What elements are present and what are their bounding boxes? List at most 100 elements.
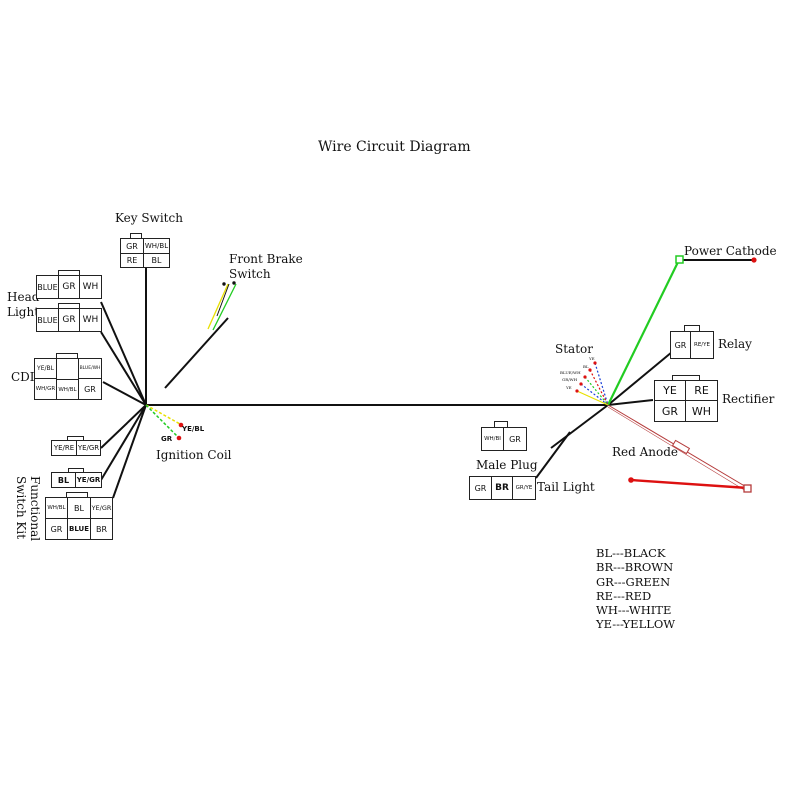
cell: RE/YE bbox=[694, 342, 710, 348]
wire-male-plug bbox=[550, 404, 609, 449]
fuse bbox=[671, 439, 691, 455]
wire-head-light-2 bbox=[100, 331, 147, 406]
ign-wire-label-2: GR bbox=[161, 435, 173, 443]
cell: GR bbox=[59, 309, 80, 331]
power-cathode-terminal bbox=[675, 255, 684, 264]
red-anode-terminal bbox=[743, 484, 752, 493]
brake-wire-green bbox=[212, 283, 237, 331]
cell: YE/BL bbox=[35, 359, 57, 379]
cell: WH bbox=[82, 315, 99, 325]
cell bbox=[57, 359, 79, 379]
wire-relay bbox=[607, 351, 673, 406]
cell: BLUE bbox=[37, 309, 59, 331]
wire-green-power bbox=[607, 259, 680, 406]
cell: GR bbox=[470, 477, 492, 499]
small-plug-1-tab bbox=[67, 436, 84, 441]
connector-relay: GR RE/YE bbox=[670, 331, 714, 359]
wire-tail-light bbox=[535, 431, 571, 479]
ign-dot-2 bbox=[176, 435, 182, 441]
cell: BLUE bbox=[68, 519, 91, 539]
wire-red-thin-2 bbox=[607, 406, 747, 492]
label-head-light-2: Light bbox=[7, 305, 40, 319]
cell: WH bbox=[691, 404, 712, 418]
cell: BL bbox=[52, 473, 76, 487]
head-light-tab-2 bbox=[58, 303, 80, 309]
stator-wire-2: BL bbox=[583, 364, 589, 369]
wire-small-plug-2 bbox=[100, 404, 147, 481]
cell: RE bbox=[121, 254, 144, 267]
cell: GR bbox=[59, 276, 80, 298]
cell: WH/BI bbox=[482, 428, 504, 450]
ign-wire-label-1: YE/BL bbox=[182, 425, 205, 433]
connector-head-light-2: BLUE GR WH bbox=[36, 308, 102, 332]
cell: YE bbox=[655, 381, 686, 401]
switch-kit-tab bbox=[66, 492, 88, 498]
label-cdi: CDI bbox=[11, 370, 35, 384]
connector-rectifier: YE RE GR WH bbox=[654, 380, 718, 422]
brake-wire-black bbox=[216, 283, 230, 317]
wire-small-plug-1 bbox=[100, 404, 147, 449]
cell: BR bbox=[492, 477, 513, 499]
cell: YE/GR bbox=[91, 498, 112, 519]
color-legend: BL---BLACK BR---BROWN GR---GREEN RE---RE… bbox=[596, 546, 675, 632]
cell: YE/GR bbox=[76, 476, 101, 484]
wire-front-brake bbox=[164, 317, 229, 389]
cell: YE/RE bbox=[52, 441, 77, 455]
cell: BLUE bbox=[37, 276, 59, 298]
label-rectifier: Rectifier bbox=[722, 392, 775, 406]
cell: GR/YE bbox=[515, 485, 533, 491]
cell: WH bbox=[82, 282, 99, 292]
cell: WH/BL bbox=[144, 239, 169, 254]
label-functional-switch-kit: Functional Switch Kit bbox=[14, 476, 42, 542]
connector-key-switch: GR WH/BL RE BL bbox=[120, 238, 170, 268]
rectifier-tab bbox=[672, 375, 700, 381]
wire-switch-kit bbox=[112, 404, 147, 499]
label-stator: Stator bbox=[555, 342, 593, 356]
stator-wire-4: GR/WH bbox=[562, 377, 578, 382]
stator-wire-5: YE bbox=[566, 385, 572, 390]
connector-small-plug-1: YE/RE YE/GR bbox=[51, 440, 101, 456]
stator-dots bbox=[575, 361, 597, 393]
legend-item: YE---YELLOW bbox=[596, 617, 676, 632]
label-male-plug: Male Plug bbox=[476, 458, 538, 472]
ign-wire-green bbox=[145, 404, 179, 438]
legend-item: GR---GREEN bbox=[596, 574, 671, 589]
wire-rectifier bbox=[607, 399, 654, 406]
legend-item: RE---RED bbox=[596, 588, 652, 603]
head-light-tab-1 bbox=[58, 270, 80, 276]
connector-head-light-1: BLUE GR WH bbox=[36, 275, 102, 299]
relay-tab bbox=[684, 325, 700, 332]
cell: YE/GR bbox=[77, 444, 100, 452]
cell: GR bbox=[671, 332, 691, 358]
label-head-light-1: Head bbox=[7, 290, 40, 304]
brake-wire-yellow bbox=[207, 283, 229, 330]
cell: GR bbox=[509, 434, 521, 444]
stator-wires bbox=[576, 362, 609, 406]
ign-dot-1 bbox=[178, 422, 184, 428]
red-anode-dot bbox=[628, 477, 634, 483]
legend-item: BL---BLACK bbox=[596, 546, 666, 560]
connector-cdi: YE/BL BLUE/WH WH/GR WH/BL GR bbox=[34, 358, 102, 400]
label-key-switch: Key Switch bbox=[115, 211, 183, 225]
cell: WH/BL bbox=[57, 379, 79, 399]
male-plug-tab bbox=[494, 421, 508, 428]
ign-wire-yellow bbox=[145, 404, 181, 425]
cell: WH/BL bbox=[46, 498, 68, 519]
cell: RE bbox=[686, 381, 717, 401]
legend-item: WH---WHITE bbox=[596, 603, 672, 618]
brake-dot-1 bbox=[222, 282, 226, 286]
power-cathode-dot bbox=[751, 257, 757, 263]
brake-dot-2 bbox=[232, 281, 236, 285]
stator-wire-3: BLUE/WH bbox=[560, 370, 581, 375]
wire-cdi bbox=[102, 381, 147, 406]
left-harness bbox=[100, 259, 754, 499]
cell: GR bbox=[84, 384, 96, 394]
label-ignition-coil: Ignition Coil bbox=[156, 448, 232, 462]
label-tail-light: Tail Light bbox=[537, 480, 595, 494]
connector-switch-kit: WH/BL BL YE/GR GR BLUE BR bbox=[45, 497, 113, 540]
label-front-brake-2: Switch bbox=[229, 267, 271, 281]
label-relay: Relay bbox=[718, 337, 752, 351]
cell: BL bbox=[68, 498, 91, 519]
connector-male-plug: WH/BI GR bbox=[481, 427, 527, 451]
